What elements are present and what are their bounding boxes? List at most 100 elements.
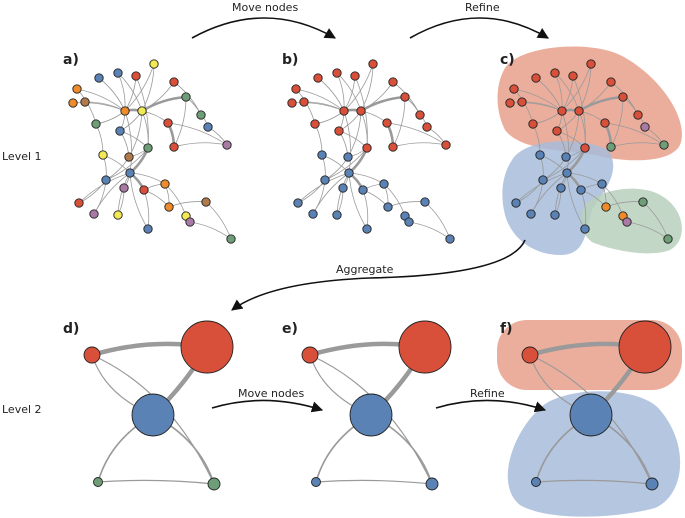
graph-c-node: [640, 122, 650, 132]
graph-a-node: [149, 59, 159, 69]
graph-a-node: [74, 198, 84, 208]
graph-b-node: [310, 119, 320, 129]
graph-c-node: [580, 224, 590, 234]
graph-a-node: [125, 168, 135, 178]
graph-f-node-bottom-right: [645, 477, 659, 491]
graph-c-node: [550, 210, 560, 220]
graph-c-node: [606, 142, 616, 152]
graph-a-edge: [95, 123, 104, 156]
graph-b-node: [317, 150, 327, 160]
graph-c-node: [517, 97, 527, 107]
graph-c-node: [622, 217, 632, 227]
graph-c-node: [505, 98, 515, 108]
labels: Move nodes Refine Aggregate Move nodes R…: [2, 1, 515, 416]
graph-f-node-large-red: [618, 320, 672, 374]
graph-a-node: [201, 197, 211, 207]
graph-a-edge: [189, 221, 232, 240]
graph-a-edge: [124, 110, 133, 174]
panel-label-c: c): [500, 52, 515, 68]
graph-c-edge: [530, 172, 568, 215]
graph-c-node: [528, 119, 538, 129]
graph-b-node: [383, 202, 393, 212]
graph-c-edge: [604, 122, 665, 146]
graph-b-node: [441, 140, 451, 150]
graph-a-edge: [205, 201, 232, 240]
graph-a-node: [94, 73, 104, 83]
region-blue-f: [507, 391, 681, 517]
graph-a: [68, 59, 236, 244]
graph-d: [83, 320, 234, 491]
region-red-c: [497, 46, 682, 161]
graph-b-edge: [297, 172, 350, 204]
graph-b-edge: [347, 110, 362, 158]
graph-a-node: [113, 210, 123, 220]
graph-a-edge: [173, 96, 187, 148]
graph-e-node-small-red: [301, 346, 319, 364]
panel-label-e: e): [282, 321, 298, 337]
graph-a-edge: [93, 172, 131, 215]
graph-c-node: [557, 106, 567, 116]
graph-c-node: [586, 59, 596, 69]
arrow-label-aggregate: Aggregate: [336, 263, 394, 276]
graph-f-node-large-blue: [569, 393, 613, 437]
graph-c-edge: [515, 172, 568, 204]
graph-b-node: [356, 106, 366, 116]
graph-b-node: [358, 185, 368, 195]
graph-e-node-bottom-left: [311, 477, 321, 487]
level-2-label: Level 2: [2, 403, 42, 416]
graph-b-edge: [343, 63, 374, 112]
graph-a-edge: [167, 122, 228, 146]
graph-a-node: [120, 106, 130, 116]
graph-d-node-large-blue: [131, 393, 175, 437]
graph-c-node: [562, 168, 572, 178]
graph-b-node: [344, 168, 354, 178]
arrows: [191, 17, 549, 413]
graph-d-edge-bottom: [97, 479, 215, 485]
graph-b-node: [291, 84, 301, 94]
graph-f: [521, 320, 672, 491]
graph-c-node: [663, 234, 673, 244]
graph-f-node-small-red: [521, 346, 539, 364]
graph-b-node: [362, 224, 372, 234]
graph-b-edge: [336, 72, 345, 112]
graph-c-node: [601, 202, 611, 212]
graph-c-node: [568, 71, 578, 81]
graph-a-edge: [129, 172, 149, 230]
graph-b-edge: [348, 172, 368, 230]
graph-a-node: [226, 234, 236, 244]
graph-c-node: [561, 152, 571, 162]
arrow-label-top-refine: Refine: [465, 1, 500, 14]
graph-b-node: [388, 77, 398, 87]
graph-b-node: [339, 106, 349, 116]
graph-b-node: [320, 175, 330, 185]
panel-label-b: b): [282, 52, 298, 68]
arrow-bottom-refine: [435, 399, 547, 413]
graph-e-node-bottom-right: [425, 477, 439, 491]
arrow-label-top-move: Move nodes: [232, 1, 298, 14]
graph-b-edge: [314, 123, 323, 156]
graph-c-node: [509, 84, 519, 94]
graph-a-edge: [128, 110, 143, 158]
graph-b-node: [362, 143, 372, 153]
graph-c-node: [511, 198, 521, 208]
graph-c-edge: [561, 110, 570, 174]
graph-c: [505, 59, 673, 244]
panel-label-a: a): [63, 52, 79, 68]
graph-a-edge: [168, 201, 207, 208]
graph-c-node: [618, 92, 628, 102]
graph-b-edge: [408, 221, 451, 240]
graph-a-edge: [141, 81, 175, 112]
graph-c-node: [535, 150, 545, 160]
graph-c-node: [600, 118, 610, 128]
graph-a-node: [89, 209, 99, 219]
graph-a-node: [203, 122, 213, 132]
graph-c-node: [659, 140, 669, 150]
graph-b-edge: [386, 122, 447, 146]
graph-a-node: [160, 179, 170, 189]
graph-e-edge-bottom: [315, 479, 433, 485]
graph-a-edge: [124, 63, 155, 112]
graph-b-edge: [360, 95, 406, 113]
graph-f-edge-bottom: [535, 479, 653, 485]
graph-b-edge: [314, 110, 345, 125]
graph-a-node: [72, 84, 82, 94]
